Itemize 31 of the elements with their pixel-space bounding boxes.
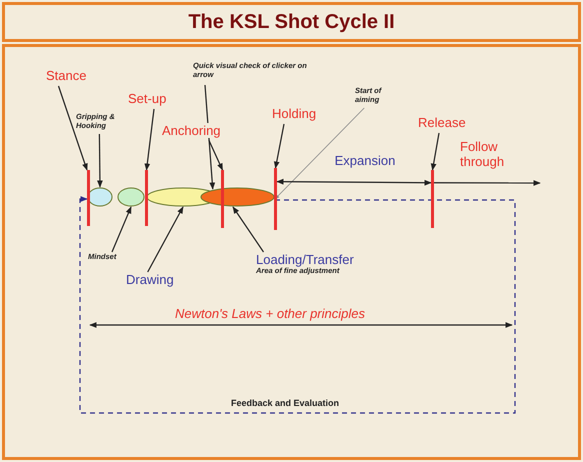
arrow [434, 180, 541, 186]
leader-arrow [144, 108, 155, 171]
phase-marker-bar [145, 170, 148, 226]
phase-marker-bar [87, 170, 90, 226]
edge-label: Expansion [334, 154, 396, 169]
leader-arrow [274, 124, 285, 169]
phase-marker-bar [274, 168, 277, 230]
leader-arrow [208, 140, 224, 171]
leader-arrow [430, 132, 440, 171]
phase-label: Drawing [126, 272, 175, 287]
leader-arrow [111, 206, 132, 252]
edge-label: Feedback and Evaluation [230, 398, 340, 408]
leader-arrow [58, 86, 88, 171]
phase-label: Release [418, 115, 467, 130]
phase-label: Loading/Transfer [256, 252, 355, 267]
leader-arrow [147, 206, 184, 272]
arrow [79, 196, 516, 414]
phase-label: Anchoring [162, 123, 221, 138]
phase-marker-bar [431, 170, 434, 228]
title: The KSL Shot Cycle II [187, 11, 396, 34]
leader-arrow [232, 206, 264, 252]
leader-arrow [204, 84, 216, 190]
phase-label: Holding [272, 106, 318, 121]
leader-arrow [97, 134, 103, 188]
arrow [276, 178, 432, 186]
phase-label: Set-up [128, 91, 168, 106]
edge-label: Follow through [460, 140, 506, 170]
leader-arrow [274, 108, 365, 200]
principle-label: Newton's Laws + other principles [174, 306, 366, 321]
phase-label: Stance [46, 68, 88, 83]
phase-marker-bar [221, 170, 224, 228]
